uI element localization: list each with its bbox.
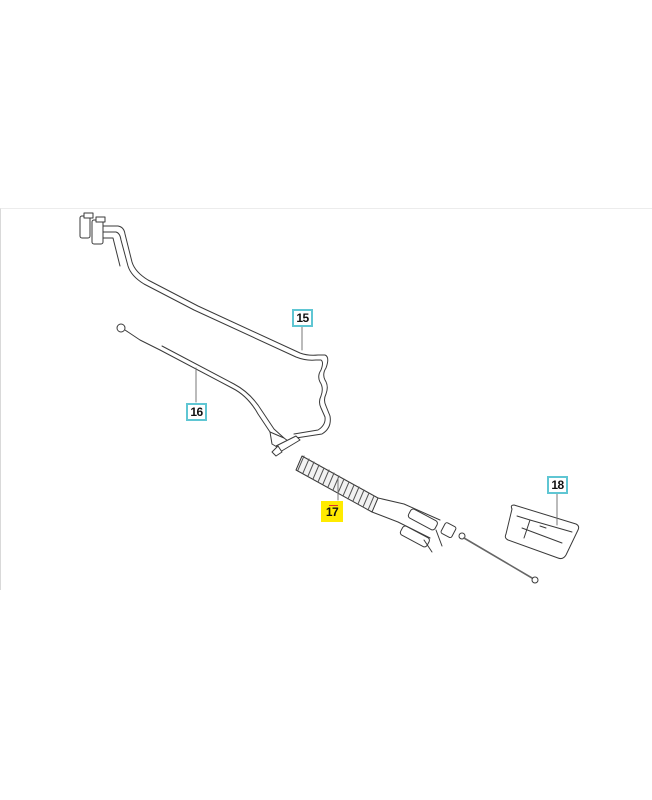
callout-17-highlighted[interactable]: 17 bbox=[321, 501, 343, 522]
diagram-frame bbox=[0, 208, 652, 590]
inner-wire bbox=[463, 537, 539, 584]
cable-bracket bbox=[271, 435, 301, 457]
callout-15[interactable]: 15 bbox=[292, 309, 313, 327]
cable-15 bbox=[102, 225, 331, 439]
cable-adjusters bbox=[371, 497, 466, 553]
cover-plate-18 bbox=[504, 504, 580, 560]
callout-16[interactable]: 16 bbox=[186, 403, 207, 421]
connector-block-15 bbox=[79, 212, 106, 245]
callout-18[interactable]: 18 bbox=[547, 476, 568, 494]
leader-lines bbox=[195, 326, 558, 526]
